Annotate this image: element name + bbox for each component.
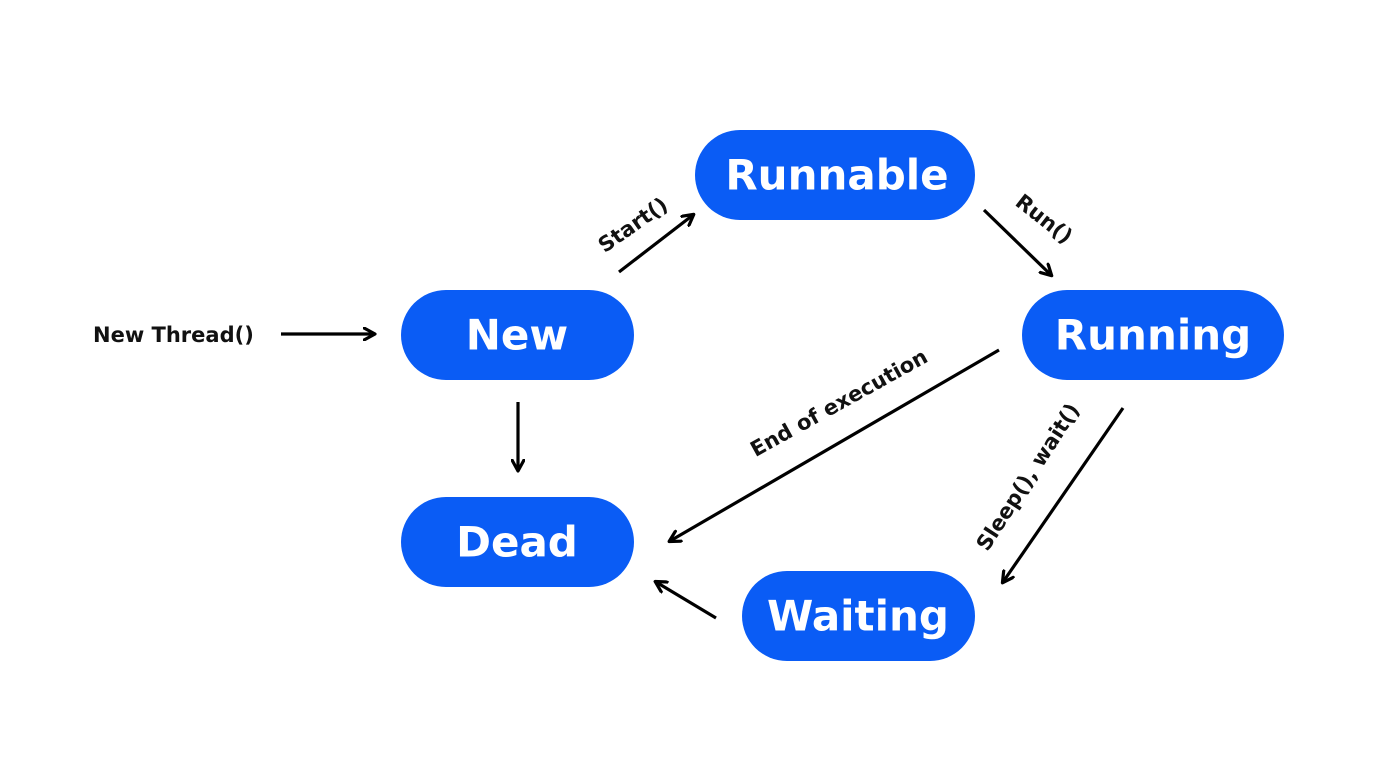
arrow-waiting-to-dead <box>656 582 717 620</box>
state-waiting-label: Waiting <box>767 592 949 641</box>
state-new: New <box>401 290 634 380</box>
state-runnable-label: Runnable <box>725 151 948 200</box>
state-running-pill <box>1022 290 1284 380</box>
state-new-pill <box>401 290 634 380</box>
arrow-runnable-to-running <box>982 208 1051 275</box>
arrow-running-to-dead <box>670 348 1000 541</box>
state-running: Running <box>1022 290 1284 380</box>
label-start: Start() <box>594 193 672 258</box>
state-dead: Dead <box>401 497 634 587</box>
state-waiting-pill <box>742 571 975 661</box>
label-new-thread: New Thread() <box>93 323 254 347</box>
label-sleep-wait: Sleep(), wait() <box>972 399 1085 555</box>
state-running-label: Running <box>1055 311 1251 360</box>
label-run: Run() <box>1011 189 1077 248</box>
state-new-label: New <box>466 311 568 360</box>
state-dead-label: Dead <box>456 518 578 567</box>
arrow-new-to-runnable <box>618 215 693 274</box>
state-waiting: Waiting <box>742 571 975 661</box>
state-runnable: Runnable <box>695 130 975 220</box>
arrow-running-to-waiting <box>1003 407 1125 582</box>
state-dead-pill <box>401 497 634 587</box>
state-runnable-pill <box>695 130 975 220</box>
